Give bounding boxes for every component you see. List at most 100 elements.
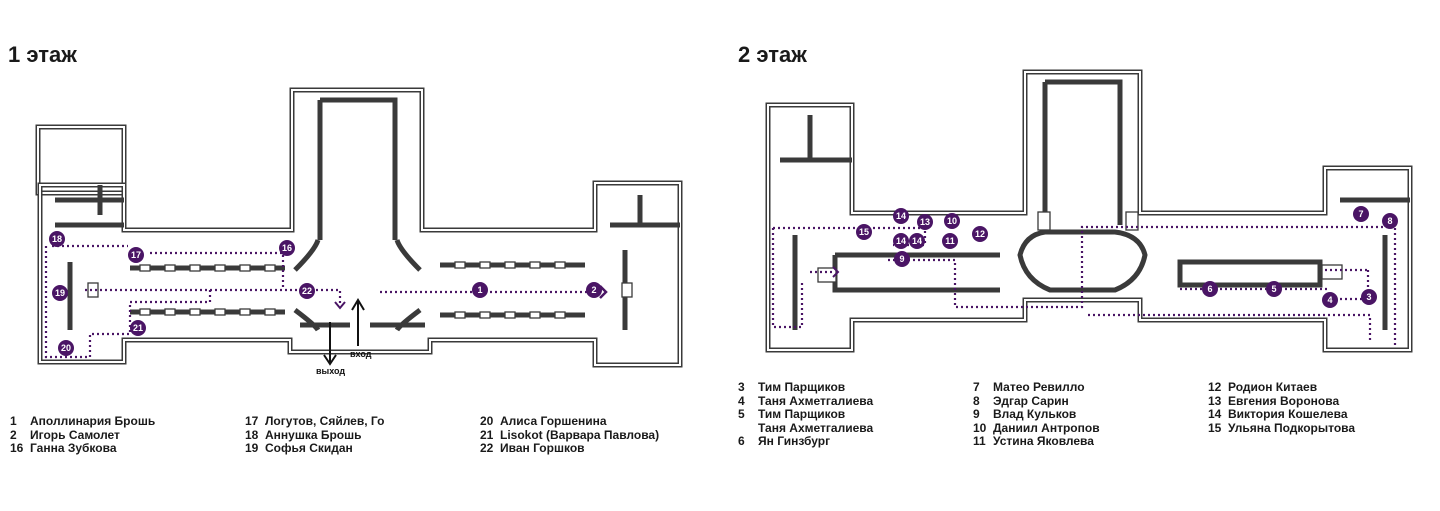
- floor2-walls: [765, 69, 1413, 353]
- marker-3[interactable]: 3: [1361, 289, 1377, 305]
- entrance-label: вход: [350, 349, 372, 359]
- marker-7[interactable]: 7: [1353, 206, 1369, 222]
- marker-number: 6: [1207, 284, 1212, 294]
- marker-number: 18: [52, 234, 62, 244]
- marker-number: 19: [55, 288, 65, 298]
- legend-number: 15: [1208, 420, 1222, 435]
- legend-name: Евгения Воронова: [1228, 393, 1340, 408]
- arrow-up-icon: [351, 298, 365, 346]
- marker-number: 1: [477, 285, 482, 295]
- marker-21[interactable]: 21: [130, 320, 146, 336]
- stairs-icon: [1125, 211, 1139, 231]
- legend-name: Игорь Самолет: [30, 427, 120, 442]
- legend-name: Эдгар Сарин: [993, 393, 1069, 408]
- legend-number: 10: [973, 420, 987, 435]
- marker-13[interactable]: 13: [917, 214, 933, 230]
- exit-label: выход: [316, 366, 345, 376]
- marker-number: 7: [1358, 209, 1363, 219]
- marker-16[interactable]: 16: [279, 240, 295, 256]
- stairs-icon: [1037, 211, 1051, 231]
- marker-20[interactable]: 20: [58, 340, 74, 356]
- marker-number: 9: [899, 254, 904, 264]
- marker-2[interactable]: 2: [586, 282, 602, 298]
- legend-name: Ян Гинзбург: [758, 434, 831, 448]
- legend-number: 5: [738, 407, 745, 421]
- marker-14[interactable]: 14: [893, 208, 909, 224]
- marker-14[interactable]: 14: [909, 233, 925, 249]
- marker-9[interactable]: 9: [894, 251, 910, 267]
- marker-18[interactable]: 18: [49, 231, 65, 247]
- marker-22[interactable]: 22: [299, 283, 315, 299]
- legend-number: 18: [245, 427, 259, 442]
- legend-name: Таня Ахметгалиева: [758, 393, 874, 408]
- floor1-plan: выход вход 1 2 16 17 18 19 20 21 22: [35, 87, 683, 376]
- marker-number: 22: [302, 286, 312, 296]
- marker-12[interactable]: 12: [972, 226, 988, 242]
- marker-4[interactable]: 4: [1322, 292, 1338, 308]
- legend-item: 14 Виктория Кошелева: [1208, 407, 1355, 422]
- legend-number: 13: [1208, 393, 1222, 408]
- marker-15[interactable]: 15: [856, 224, 872, 240]
- marker-8[interactable]: 8: [1382, 213, 1398, 229]
- floor1-walls: [35, 87, 683, 368]
- marker-number: 2: [591, 285, 596, 295]
- legend-item: 8 Эдгар Сарин: [973, 393, 1100, 409]
- marker-number: 3: [1366, 292, 1371, 302]
- legend-name: Виктория Кошелева: [1228, 407, 1348, 421]
- marker-number: 8: [1387, 216, 1392, 226]
- marker-11[interactable]: 11: [942, 233, 958, 249]
- marker-17[interactable]: 17: [128, 247, 144, 263]
- marker-number: 12: [975, 229, 985, 239]
- legend-item: 5 Тим Парщиков: [738, 407, 873, 422]
- legend-name: Тим Парщиков: [758, 407, 846, 421]
- chevron-right-icon: [832, 266, 840, 278]
- legend-name: Родион Китаев: [1228, 380, 1318, 394]
- stairs-icon: [1321, 264, 1343, 280]
- marker-6[interactable]: 6: [1202, 281, 1218, 297]
- marker-number: 13: [920, 217, 930, 227]
- marker-number: 15: [859, 227, 869, 237]
- legend-name: Lisokot (Варвара Павлова): [500, 427, 660, 442]
- legend-number: 7: [973, 380, 980, 394]
- floor2-title: 2 этаж: [738, 42, 807, 67]
- stairs-icon: [621, 282, 633, 298]
- legend-number: 4: [738, 393, 745, 408]
- marker-number: 21: [133, 323, 143, 333]
- legend-name: Тим Парщиков: [758, 380, 846, 394]
- marker-number: 16: [282, 243, 292, 253]
- legend-name: Влад Кульков: [993, 407, 1077, 421]
- legend-name: Аполлинария Брошь: [30, 414, 156, 428]
- marker-number: 4: [1327, 295, 1332, 305]
- floor1-title: 1 этаж: [8, 42, 77, 67]
- marker-number: 10: [947, 216, 957, 226]
- legend-name: Таня Ахметгалиева: [758, 420, 874, 435]
- marker-5[interactable]: 5: [1266, 281, 1282, 297]
- legend-number: 14: [1208, 407, 1222, 421]
- stairs-icon: [87, 282, 99, 298]
- chevron-right-icon: [599, 285, 608, 299]
- marker-number: 14: [896, 211, 906, 221]
- legend-number: 8: [973, 393, 980, 408]
- marker-19[interactable]: 19: [52, 285, 68, 301]
- legend-name: Ульяна Подкорытова: [1228, 420, 1356, 435]
- marker-1[interactable]: 1: [472, 282, 488, 298]
- marker-14[interactable]: 14: [893, 233, 909, 249]
- marker-10[interactable]: 10: [944, 213, 960, 229]
